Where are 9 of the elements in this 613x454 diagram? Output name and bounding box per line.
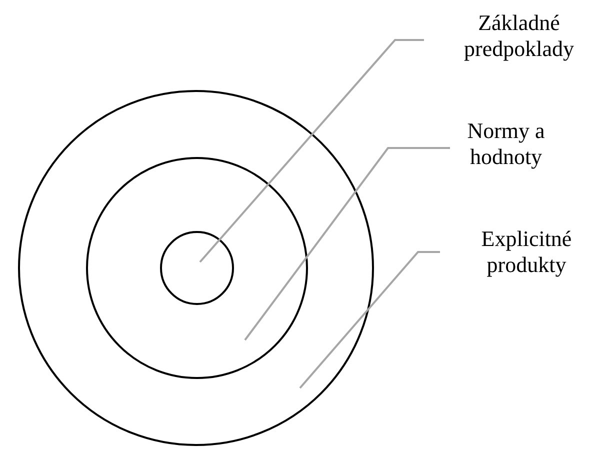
leader-label: Základné predpoklady [424,10,613,68]
ring-circle [86,157,308,379]
leader-label: Explicitné produkty [440,226,613,284]
leader-label: Normy a hodnoty [450,118,562,176]
leader-line [199,39,424,263]
ring-circle [18,90,374,446]
leader-line [244,147,450,341]
ring-circle [160,231,234,305]
leader-line [299,251,440,389]
